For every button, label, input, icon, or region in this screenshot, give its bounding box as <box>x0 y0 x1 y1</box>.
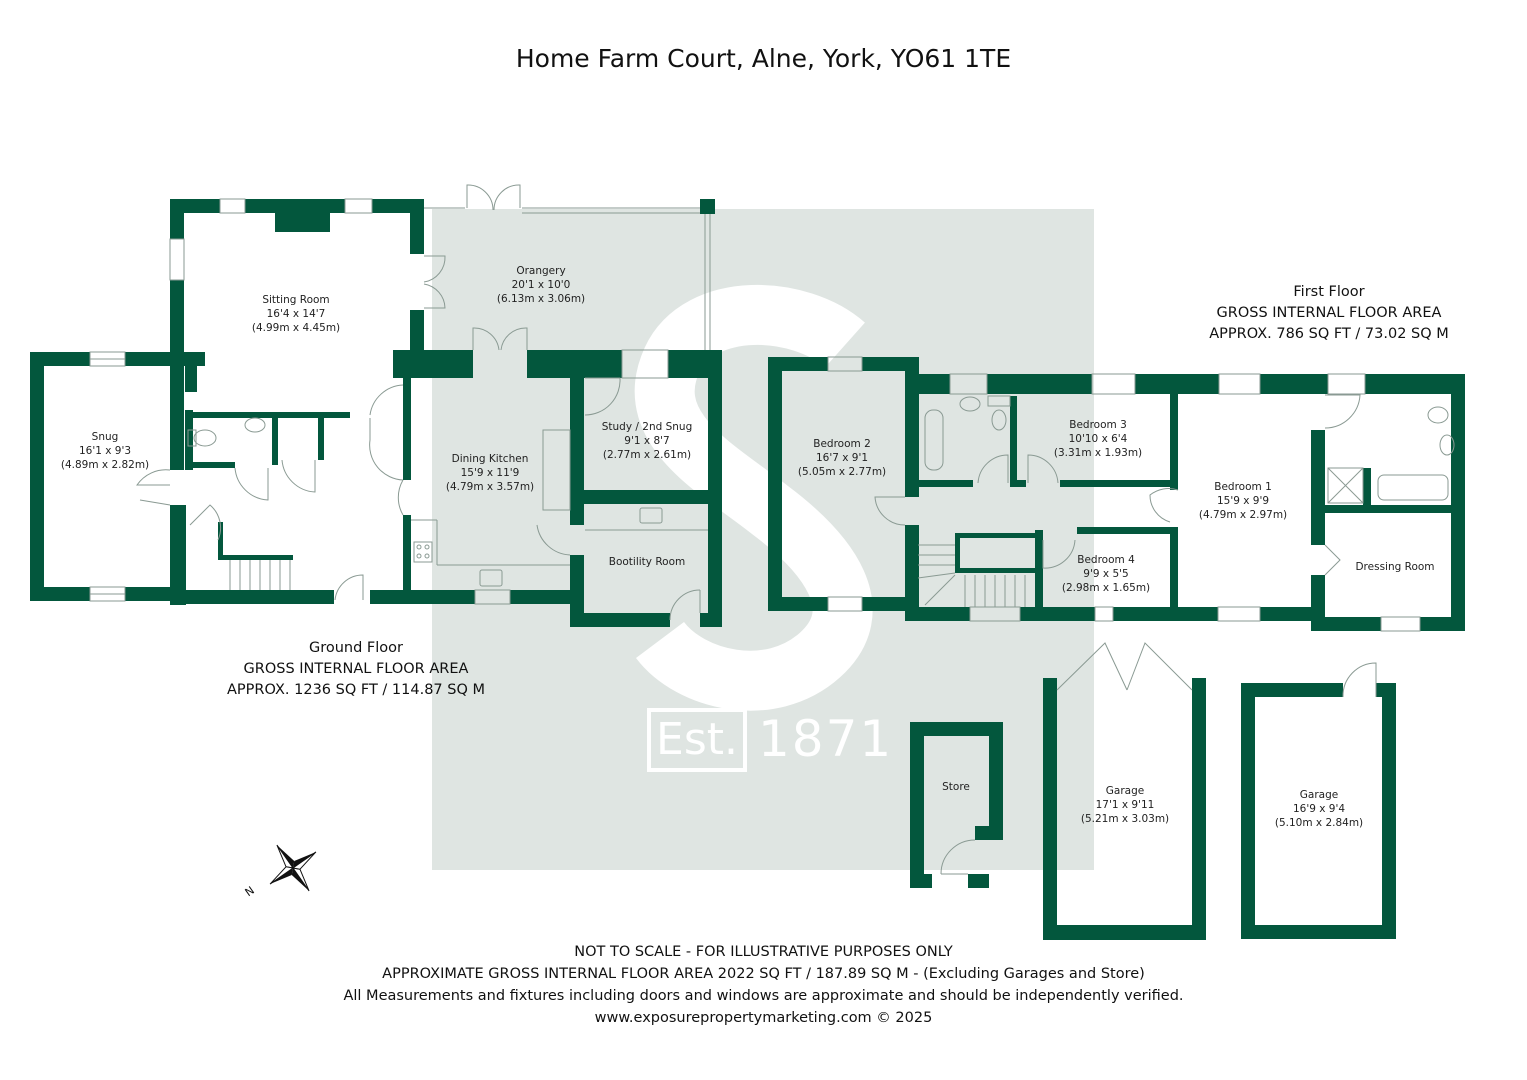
room-name: Bootility Room <box>608 556 686 568</box>
room-bedroom-3: Bedroom 3 10'10 x 6'4 (3.31m x 1.93m) <box>1054 418 1142 460</box>
room-metric: (5.10m x 2.84m) <box>1274 817 1364 829</box>
room-metric: (4.99m x 4.45m) <box>251 322 341 334</box>
room-imperial: 16'9 x 9'4 <box>1292 803 1346 815</box>
room-metric: (6.13m x 3.06m) <box>496 293 586 305</box>
first-floor-area-heading: GROSS INTERNAL FLOOR AREA <box>1216 305 1442 321</box>
footer-disclaimer: NOT TO SCALE - FOR ILLUSTRATIVE PURPOSES… <box>0 941 1527 1029</box>
room-imperial: 9'9 x 5'5 <box>1083 568 1129 580</box>
room-imperial: 16'4 x 14'7 <box>266 308 326 320</box>
room-imperial: 15'9 x 9'9 <box>1216 495 1270 507</box>
compass-north-label: N <box>243 884 257 899</box>
room-orangery: Orangery 20'1 x 10'0 (6.13m x 3.06m) <box>497 264 585 306</box>
watermark-est-box: Est. <box>647 708 747 772</box>
footer-line-3: All Measurements and fixtures including … <box>343 988 1184 1004</box>
room-bedroom-1: Bedroom 1 15'9 x 9'9 (4.79m x 2.97m) <box>1199 480 1287 522</box>
room-metric: (2.77m x 2.61m) <box>602 449 692 461</box>
footer-line-1: NOT TO SCALE - FOR ILLUSTRATIVE PURPOSES… <box>574 944 953 960</box>
room-bootility: Bootility Room <box>609 555 686 569</box>
ground-floor-area-value: APPROX. 1236 SQ FT / 114.87 SQ M <box>227 682 485 698</box>
room-metric: (2.98m x 1.65m) <box>1061 582 1151 594</box>
room-metric: (5.05m x 2.77m) <box>797 466 887 478</box>
room-imperial: 16'7 x 9'1 <box>815 452 869 464</box>
room-imperial: 9'1 x 8'7 <box>624 435 670 447</box>
room-metric: (3.31m x 1.93m) <box>1053 447 1143 459</box>
room-metric: (4.89m x 2.82m) <box>60 459 150 471</box>
room-name: Snug <box>91 431 119 443</box>
room-imperial: 15'9 x 11'9 <box>460 467 520 479</box>
walls <box>30 199 1465 940</box>
room-dressing-room: Dressing Room <box>1355 560 1434 574</box>
footer-url[interactable]: www.exposurepropertymarketing.com © 2025 <box>594 1010 933 1026</box>
first-floor-area: First Floor GROSS INTERNAL FLOOR AREA AP… <box>1209 282 1449 345</box>
first-floor-area-value: APPROX. 786 SQ FT / 73.02 SQ M <box>1209 326 1449 342</box>
ground-floor-area: Ground Floor GROSS INTERNAL FLOOR AREA A… <box>227 638 485 701</box>
watermark-year: 1871 <box>758 710 894 768</box>
first-floor-label: First Floor <box>1293 284 1365 300</box>
room-bedroom-4: Bedroom 4 9'9 x 5'5 (2.98m x 1.65m) <box>1062 553 1150 595</box>
room-store: Store <box>942 780 970 794</box>
room-dining-kitchen: Dining Kitchen 15'9 x 11'9 (4.79m x 3.57… <box>446 452 534 494</box>
room-name: Bedroom 4 <box>1077 554 1135 566</box>
compass-rose-icon: N <box>243 844 317 899</box>
room-bedroom-2: Bedroom 2 16'7 x 9'1 (5.05m x 2.77m) <box>798 437 886 479</box>
room-name: Bedroom 2 <box>813 438 871 450</box>
room-name: Dressing Room <box>1355 561 1435 573</box>
room-imperial: 10'10 x 6'4 <box>1068 433 1128 445</box>
room-name: Sitting Room <box>262 294 330 306</box>
room-sitting-room: Sitting Room 16'4 x 14'7 (4.99m x 4.45m) <box>252 293 340 335</box>
room-study: Study / 2nd Snug 9'1 x 8'7 (2.77m x 2.61… <box>602 420 693 462</box>
room-garage-1: Garage 17'1 x 9'11 (5.21m x 3.03m) <box>1081 784 1169 826</box>
room-garage-2: Garage 16'9 x 9'4 (5.10m x 2.84m) <box>1275 788 1363 830</box>
room-imperial: 16'1 x 9'3 <box>78 445 132 457</box>
room-name: Study / 2nd Snug <box>601 421 693 433</box>
footer-line-2: APPROXIMATE GROSS INTERNAL FLOOR AREA 20… <box>382 966 1145 982</box>
room-snug: Snug 16'1 x 9'3 (4.89m x 2.82m) <box>61 430 149 472</box>
room-imperial: 17'1 x 9'11 <box>1095 799 1155 811</box>
room-metric: (4.79m x 3.57m) <box>445 481 535 493</box>
room-name: Orangery <box>516 265 566 277</box>
plan-title: Home Farm Court, Alne, York, YO61 1TE <box>515 44 1012 73</box>
ground-floor-area-heading: GROSS INTERNAL FLOOR AREA <box>243 661 469 677</box>
ground-floor-label: Ground Floor <box>308 640 404 656</box>
room-name: Bedroom 1 <box>1214 481 1272 493</box>
room-name: Garage <box>1299 789 1339 801</box>
room-metric: (5.21m x 3.03m) <box>1080 813 1170 825</box>
room-name: Bedroom 3 <box>1069 419 1127 431</box>
room-name: Store <box>942 781 970 793</box>
room-imperial: 20'1 x 10'0 <box>511 279 571 291</box>
room-name: Dining Kitchen <box>451 453 529 465</box>
room-name: Garage <box>1105 785 1145 797</box>
room-metric: (4.79m x 2.97m) <box>1198 509 1288 521</box>
doors-windows-fixtures <box>89 184 1455 875</box>
